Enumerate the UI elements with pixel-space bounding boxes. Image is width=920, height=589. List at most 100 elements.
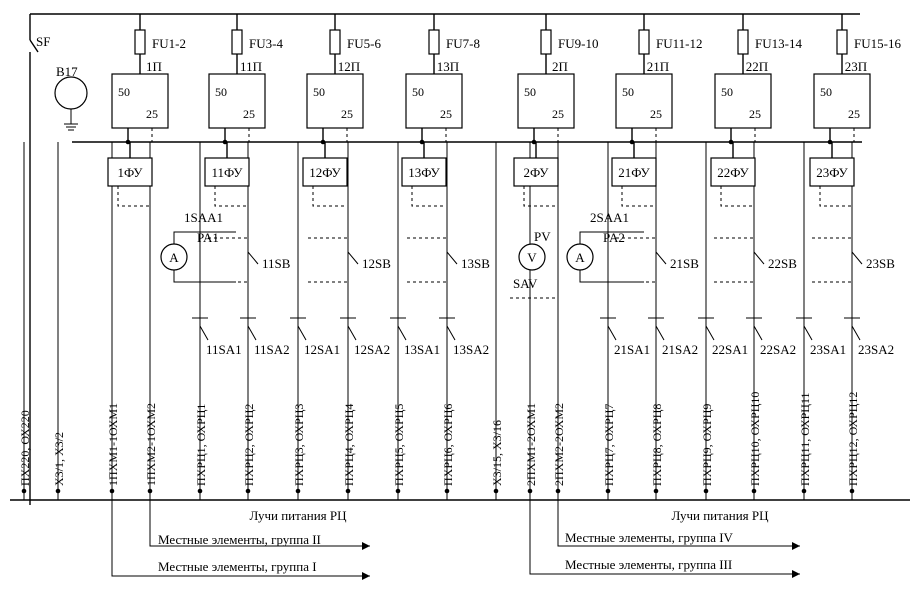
junction-dot [419, 139, 425, 145]
filter-label: 1ФУ [118, 165, 144, 180]
sa-switch-label: 23SA1 [810, 342, 846, 357]
voltmeter-switch-label: SAV [513, 276, 538, 291]
junction-dot [395, 488, 401, 494]
switch-contact [199, 325, 209, 341]
converter-input: 50 [118, 85, 130, 99]
lamp-icon [54, 76, 88, 110]
converter-box [813, 73, 871, 129]
filter-box [401, 157, 447, 187]
switch-contact [247, 325, 257, 341]
output-label: ПХРЦ4, ОХРЦ4 [342, 404, 356, 486]
group-4-label: Местные элементы, группа IV [565, 530, 734, 545]
output-label: ПХРЦ2, ОХРЦ2 [242, 404, 256, 486]
filter-box [513, 157, 559, 187]
filter-out [621, 186, 654, 207]
junction-dot [125, 139, 131, 145]
converter-input: 50 [313, 85, 325, 99]
voltmeter-icon [518, 243, 546, 271]
converter-label: 13П [437, 59, 459, 74]
filter-out [214, 186, 247, 207]
breaker-contact [29, 39, 39, 53]
filter-box [302, 157, 348, 187]
output-label: Х3/1, Х3/2 [52, 432, 66, 486]
switch-contact [297, 325, 307, 341]
fuse-label: FU3-4 [249, 36, 283, 51]
group-2-lead [149, 500, 370, 547]
filter-label: 23ФУ [816, 165, 848, 180]
voltmeter-label: PV [534, 229, 551, 244]
filter-box [710, 157, 756, 187]
switch-contact [655, 325, 665, 341]
filter-box [809, 157, 855, 187]
arrow-icon [792, 542, 800, 550]
button-contact [851, 251, 863, 265]
switch-1saa1-label: 1SAA1 [184, 210, 223, 225]
ammeter-2-wire [579, 270, 644, 283]
arrow-icon [792, 570, 800, 578]
junction-dot [801, 488, 807, 494]
junction-dot [320, 139, 326, 145]
fuse-label: FU11-12 [656, 36, 702, 51]
fuse-icon [329, 29, 341, 55]
fuse-icon [134, 29, 146, 55]
converter-input: 50 [820, 85, 832, 99]
output-label: ПХРЦ10, ОХРЦ10 [748, 392, 762, 486]
button-contact [347, 251, 359, 265]
sb-button-label: 22SB [768, 256, 797, 271]
junction-dot [555, 488, 561, 494]
filter-box [611, 157, 657, 187]
switch-contact [347, 325, 357, 341]
junction-dot [245, 488, 251, 494]
junction-dot [629, 139, 635, 145]
filter-box [107, 157, 153, 187]
fuse-label: FU1-2 [152, 36, 186, 51]
group-1-label: Местные элементы, группа I [158, 559, 317, 574]
output-label: ПХРЦ6, ОХРЦ6 [441, 404, 455, 486]
converter-label: 23П [845, 59, 867, 74]
junction-dot [531, 139, 537, 145]
output-label: ПХ220, ОХ220 [18, 410, 32, 486]
switch-2saa1-label: 2SAA1 [590, 210, 629, 225]
output-label: 2ПХМ2-2ОХМ2 [552, 403, 566, 486]
converter-output: 25 [848, 107, 860, 121]
sb-button-label: 23SB [866, 256, 895, 271]
converter-output: 25 [650, 107, 662, 121]
ammeter-1-wire [173, 231, 236, 244]
converter-label: 12П [338, 59, 360, 74]
ammeter-2-wire [579, 231, 644, 244]
junction-dot [295, 488, 301, 494]
ray-label-group-2: Лучи питания РЦ [671, 508, 769, 523]
junction-dot [197, 488, 203, 494]
filter-label: 11ФУ [211, 165, 243, 180]
sb-button-label: 12SB [362, 256, 391, 271]
fuse-label: FU5-6 [347, 36, 381, 51]
filter-out [720, 186, 753, 207]
filter-out [523, 186, 556, 207]
junction-dot [55, 488, 61, 494]
filter-label: 12ФУ [309, 165, 341, 180]
fuse-icon [638, 29, 650, 55]
converter-label: 11П [240, 59, 262, 74]
fuse-label: FU13-14 [755, 36, 802, 51]
arrow-icon [362, 572, 370, 580]
fuse-icon [836, 29, 848, 55]
junction-dot [728, 139, 734, 145]
junction-dot [222, 139, 228, 145]
ammeter-1-wire [173, 270, 236, 283]
sa-switch-label: 22SA1 [712, 342, 748, 357]
output-label: 1ПХМ1-1ОХМ1 [106, 403, 120, 486]
sa-switch-label: 13SA1 [404, 342, 440, 357]
group-4-lead [557, 500, 800, 547]
button-contact [753, 251, 765, 265]
filter-out [411, 186, 444, 207]
junction-dot [527, 488, 533, 494]
output-label: ПХРЦ1, ОХРЦ1 [194, 404, 208, 486]
sb-button-label: 13SB [461, 256, 490, 271]
filter-out [312, 186, 345, 207]
converter-box [111, 73, 169, 129]
converter-output: 25 [146, 107, 158, 121]
converter-label: 2П [552, 59, 568, 74]
fuse-icon [428, 29, 440, 55]
button-contact [446, 251, 458, 265]
